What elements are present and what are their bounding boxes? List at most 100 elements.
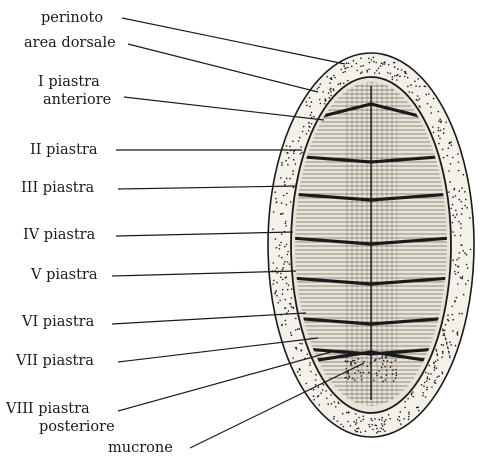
stipple-dot <box>315 384 317 386</box>
mucrone-dot <box>385 379 387 381</box>
stipple-dot <box>449 341 451 343</box>
stipple-dot <box>280 177 282 179</box>
label-piastra-5: V piastra <box>31 267 98 283</box>
stipple-dot <box>390 418 392 420</box>
stipple-dot <box>442 329 444 331</box>
stipple-dot <box>433 98 435 100</box>
stipple-dot <box>334 77 336 79</box>
stipple-dot <box>301 349 303 351</box>
stipple-dot <box>466 207 468 209</box>
stipple-dot <box>443 132 445 134</box>
stipple-dot <box>378 68 380 70</box>
stipple-dot <box>295 318 297 320</box>
stipple-dot <box>361 71 363 73</box>
stipple-dot <box>458 257 460 259</box>
stipple-dot <box>448 147 450 149</box>
stipple-dot <box>330 95 332 97</box>
stipple-dot <box>426 387 428 389</box>
stipple-dot <box>298 140 300 142</box>
stipple-dot <box>442 352 444 354</box>
stipple-dot <box>360 65 362 67</box>
stipple-dot <box>454 188 456 190</box>
mucrone-dot <box>373 380 375 382</box>
stipple-dot <box>293 152 295 154</box>
mucrone-dot <box>361 379 363 381</box>
label-piastra-4: IV piastra <box>23 227 95 243</box>
leader-piastra-1 <box>124 97 324 120</box>
stipple-dot <box>303 126 305 128</box>
stipple-dot <box>375 62 377 64</box>
stipple-dot <box>448 320 450 322</box>
label-perinoto: perinoto <box>41 10 103 26</box>
stipple-dot <box>442 373 444 375</box>
mucrone-dot <box>346 368 348 370</box>
mucrone-dot <box>346 356 348 358</box>
stipple-dot <box>320 103 322 105</box>
label-piastra-2: II piastra <box>30 142 97 158</box>
mucrone-dot <box>358 358 360 360</box>
stipple-dot <box>291 334 293 336</box>
stipple-dot <box>282 293 284 295</box>
mucrone-dot <box>347 378 349 380</box>
mucrone-dot <box>395 372 397 374</box>
stipple-dot <box>292 174 294 176</box>
stipple-dot <box>419 105 421 107</box>
label-piastra-1: I piastra <box>38 74 100 90</box>
stipple-dot <box>465 199 467 201</box>
stipple-dot <box>333 416 335 418</box>
stipple-dot <box>376 70 378 72</box>
stipple-dot <box>411 393 413 395</box>
stipple-dot <box>454 217 456 219</box>
stipple-dot <box>407 398 409 400</box>
stipple-dot <box>451 306 453 308</box>
stipple-dot <box>279 300 281 302</box>
stipple-dot <box>424 382 426 384</box>
stipple-dot <box>284 308 286 310</box>
stipple-dot <box>289 263 291 265</box>
leader-perinoto <box>122 18 345 64</box>
stipple-dot <box>365 430 367 432</box>
mucrone-dot <box>390 366 392 368</box>
mucrone-dot <box>381 376 383 378</box>
stipple-dot <box>455 210 457 212</box>
stipple-dot <box>450 141 452 143</box>
stipple-dot <box>407 77 409 79</box>
stipple-dot <box>290 332 292 334</box>
stipple-dot <box>273 280 275 282</box>
stipple-dot <box>416 99 418 101</box>
stipple-dot <box>308 130 310 132</box>
stipple-dot <box>330 88 332 90</box>
stipple-dot <box>447 348 449 350</box>
stipple-dot <box>447 314 449 316</box>
stipple-dot <box>287 254 289 256</box>
stipple-dot <box>302 131 304 133</box>
stipple-dot <box>343 66 345 68</box>
stipple-dot <box>324 103 326 105</box>
stipple-dot <box>285 324 287 326</box>
stipple-dot <box>466 264 468 266</box>
stipple-dot <box>309 365 311 367</box>
stipple-dot <box>273 211 275 213</box>
stipple-dot <box>438 135 440 137</box>
stipple-dot <box>306 105 308 107</box>
stipple-dot <box>313 116 315 118</box>
stipple-dot <box>373 57 375 59</box>
stipple-dot <box>439 138 441 140</box>
stipple-dot <box>400 423 402 425</box>
stipple-dot <box>381 62 383 64</box>
stipple-dot <box>280 273 282 275</box>
stipple-dot <box>353 60 355 62</box>
stipple-dot <box>319 404 321 406</box>
stipple-dot <box>435 349 437 351</box>
mucrone-dot <box>370 363 372 365</box>
stipple-dot <box>408 413 410 415</box>
stipple-dot <box>454 300 456 302</box>
stipple-dot <box>467 280 469 282</box>
leader-area-dorsale <box>128 44 318 92</box>
mucrone-dot <box>368 372 370 374</box>
stipple-dot <box>311 112 313 114</box>
stipple-dot <box>455 273 457 275</box>
stipple-dot <box>456 214 458 216</box>
stipple-dot <box>286 145 288 147</box>
mucrone-dot <box>393 380 395 382</box>
